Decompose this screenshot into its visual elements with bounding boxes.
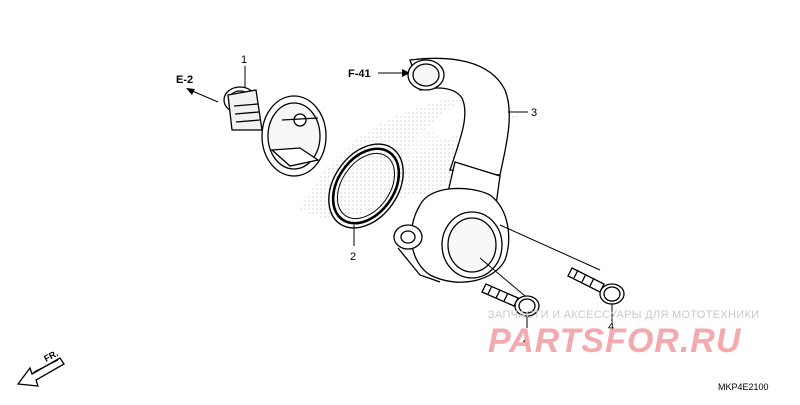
ref-f41-label: F-41 xyxy=(348,68,371,80)
background-logo xyxy=(300,95,520,225)
ref-f41: F-41 xyxy=(348,68,410,80)
watermark-tagline: ЗАПЧАСТИ И АКСЕССУАРЫ ДЛЯ МОТОТЕХНИКИ xyxy=(488,309,759,321)
gasket-ring xyxy=(328,143,404,229)
watermark-brand: PARTSFOR.RU xyxy=(488,322,742,360)
flange-bolt-a xyxy=(481,283,540,317)
diagram-code: MKP4E2100 xyxy=(718,382,769,392)
flange-bolt-b xyxy=(567,267,625,305)
callout-part4b: 4 xyxy=(608,321,614,333)
ref-e2: E-2 xyxy=(176,74,219,103)
thermostat-part xyxy=(223,86,327,177)
ref-e2-label: E-2 xyxy=(176,74,193,86)
thermostat-cover-part xyxy=(393,57,510,283)
callout-part3: 3 xyxy=(531,107,537,119)
callout-part4a: 4 xyxy=(523,335,529,347)
front-direction-arrow: FR. xyxy=(16,348,65,387)
callout-part2: 2 xyxy=(350,251,356,263)
callout-part1: 1 xyxy=(241,54,247,66)
